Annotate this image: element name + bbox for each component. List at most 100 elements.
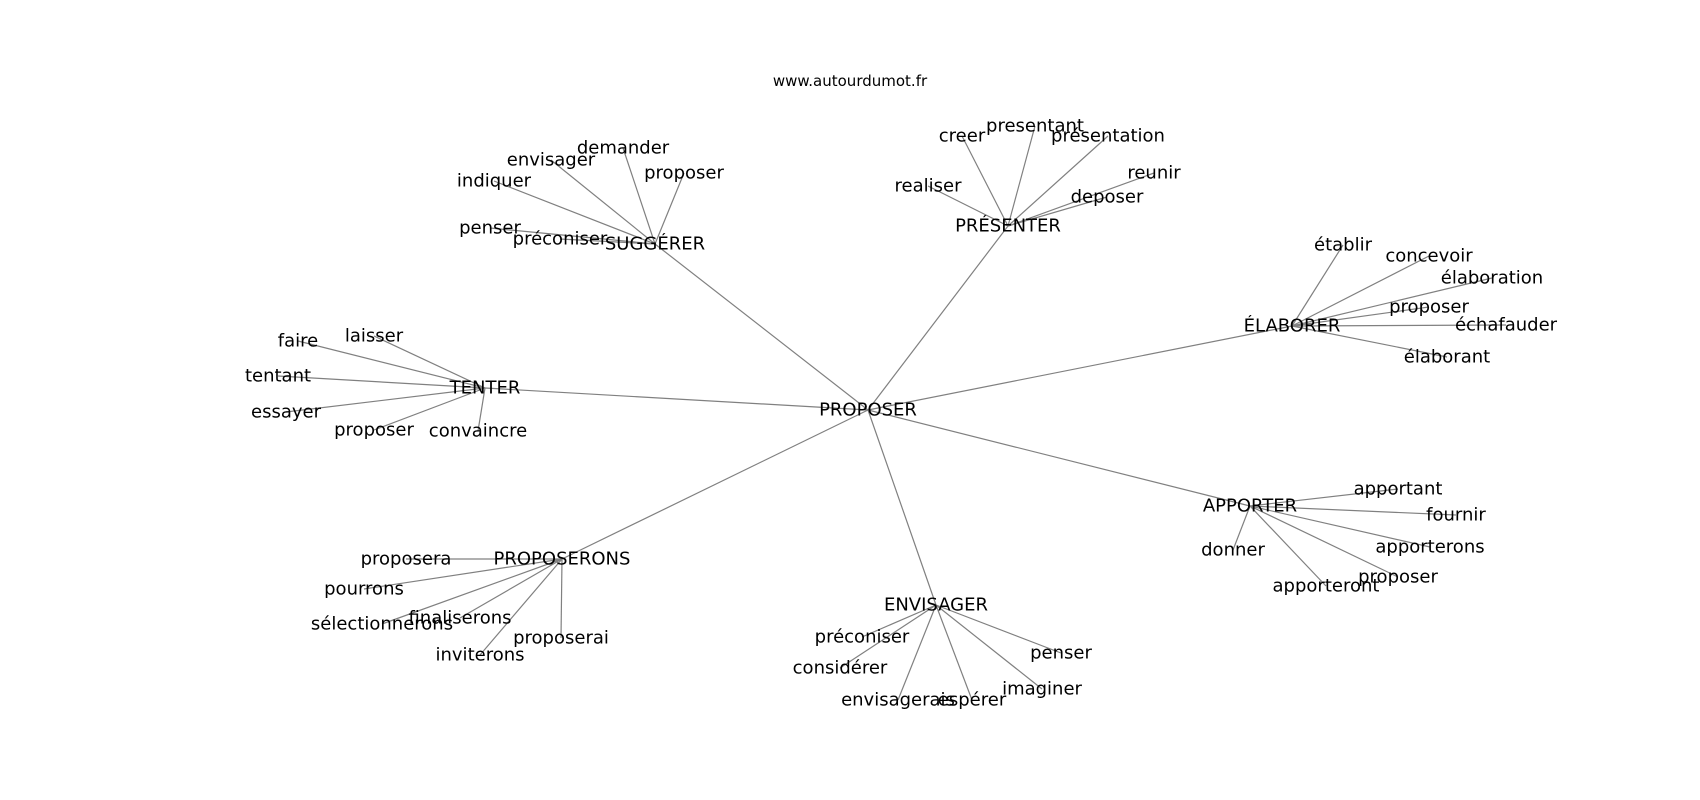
- edge-apporter-proposer: [1249, 505, 1399, 578]
- edges-layer: [277, 125, 1507, 701]
- edge-envisager-penser: [935, 604, 1062, 654]
- node-leaf-elaborer-elaboration: élaboration: [1441, 268, 1543, 289]
- node-leaf-apporter-apporteront: apporteront: [1273, 576, 1380, 597]
- edge-proposerons-pourrons: [363, 558, 563, 590]
- node-hub-presenter: PRÉSENTER: [955, 215, 1061, 237]
- edge-presenter-deposer: [1007, 196, 1108, 227]
- node-leaf-envisager-imaginer: imaginer: [1002, 679, 1082, 700]
- edge-suggerer-preconiser: [559, 238, 656, 245]
- node-center-proposer: PROPOSER: [819, 400, 917, 421]
- node-leaf-suggerer-demander: demander: [577, 138, 670, 159]
- edge-presenter-realiser: [927, 185, 1009, 227]
- edge-envisager-imaginer: [935, 604, 1043, 690]
- edge-center-elaborer: [867, 325, 1293, 411]
- node-leaf-elaborer-echafauder: échafauder: [1455, 315, 1558, 336]
- node-leaf-elaborer-elaborant: élaborant: [1404, 347, 1490, 368]
- node-hub-proposerons: PROPOSERONS: [494, 549, 631, 570]
- edge-center-presenter: [867, 225, 1009, 411]
- edge-envisager-considerer: [839, 604, 937, 669]
- edge-suggerer-penser: [489, 227, 656, 245]
- edge-proposerons-finaliserons: [459, 558, 563, 619]
- edge-suggerer-proposer: [654, 172, 685, 245]
- node-leaf-apporter-donner: donner: [1201, 540, 1265, 561]
- node-leaf-presenter-reunir: reunir: [1127, 163, 1181, 184]
- edge-tenter-convaincre: [477, 387, 486, 432]
- edge-elaborer-proposer: [1291, 306, 1430, 327]
- edge-envisager-esperer: [935, 604, 973, 701]
- node-leaf-envisager-preconiser: préconiser: [815, 627, 910, 648]
- node-leaf-suggerer-indiquer: indiquer: [457, 171, 532, 192]
- node-leaf-tenter-faire: faire: [278, 331, 318, 352]
- edge-suggerer-indiquer: [493, 180, 656, 245]
- node-leaf-suggerer-penser: penser: [459, 218, 521, 239]
- edge-apporter-donner: [1232, 505, 1251, 551]
- edge-tenter-essayer: [285, 387, 486, 413]
- node-leaf-tenter-convaincre: convaincre: [429, 421, 527, 442]
- node-leaf-presenter-presentant: presentant: [986, 116, 1084, 137]
- edge-elaborer-echafauder: [1291, 324, 1507, 327]
- edge-presenter-reunir: [1007, 172, 1155, 227]
- edge-elaborer-elaborant: [1291, 325, 1448, 358]
- node-leaf-presenter-presentation: présentation: [1051, 126, 1165, 147]
- node-leaf-proposerons-proposerai: proposerai: [513, 628, 609, 649]
- edge-elaborer-elaboration: [1291, 277, 1493, 327]
- node-hub-envisager: ENVISAGER: [884, 595, 988, 616]
- node-leaf-envisager-esperer: espérer: [938, 690, 1007, 711]
- edge-envisager-envisagerais: [897, 604, 937, 701]
- edge-apporter-fournir: [1249, 505, 1457, 516]
- node-leaf-tenter-tentant: tentant: [245, 366, 311, 387]
- edge-center-proposerons: [561, 409, 869, 560]
- edge-elaborer-concevoir: [1291, 255, 1430, 327]
- node-leaf-presenter-deposer: deposer: [1071, 187, 1144, 208]
- labels-layer: PROPOSER SUGGÉRER demanderenvisagerindique…: [245, 116, 1558, 711]
- node-leaf-envisager-penser: penser: [1030, 643, 1092, 664]
- node-leaf-suggerer-preconiser: préconiser: [513, 229, 608, 250]
- edge-suggerer-demander: [622, 147, 656, 245]
- node-hub-apporter: APPORTER: [1203, 496, 1297, 517]
- edge-suggerer-envisager: [550, 159, 656, 245]
- edge-center-tenter: [484, 387, 869, 411]
- node-leaf-proposerons-selectionnerons: sélectionnerons: [311, 614, 453, 635]
- node-leaf-elaborer-concevoir: concevoir: [1385, 246, 1473, 267]
- node-leaf-presenter-realiser: realiser: [895, 176, 963, 197]
- node-leaf-tenter-proposer: proposer: [334, 420, 414, 441]
- edge-tenter-faire: [297, 340, 486, 389]
- edge-center-suggerer: [654, 243, 869, 411]
- edge-envisager-preconiser: [861, 604, 937, 638]
- node-leaf-envisager-envisagerais: envisagerais: [841, 690, 955, 711]
- edge-presenter-creer: [961, 135, 1009, 227]
- edge-apporter-apporteront: [1249, 505, 1327, 587]
- node-hub-elaborer: ÉLABORER: [1244, 315, 1341, 337]
- node-leaf-tenter-laisser: laisser: [345, 326, 404, 347]
- edge-proposerons-selectionnerons: [381, 558, 563, 625]
- edge-apporter-apportant: [1249, 488, 1399, 507]
- edge-presenter-presentant: [1007, 125, 1036, 227]
- node-hub-suggerer: SUGGÉRER: [605, 233, 705, 255]
- edge-tenter-laisser: [373, 335, 486, 389]
- edge-proposerons-proposerai: [560, 558, 563, 639]
- node-leaf-presenter-creer: creer: [939, 126, 986, 147]
- node-leaf-suggerer-proposer: proposer: [644, 163, 724, 184]
- edge-proposerons-inviterons: [479, 558, 563, 656]
- edge-tenter-tentant: [277, 375, 486, 389]
- edge-presenter-presentation: [1007, 135, 1109, 227]
- node-leaf-proposerons-inviterons: inviterons: [436, 645, 525, 666]
- edge-tenter-proposer: [373, 387, 486, 431]
- node-leaf-apporter-fournir: fournir: [1426, 505, 1486, 526]
- node-leaf-elaborer-proposer: proposer: [1389, 297, 1469, 318]
- node-leaf-apporter-apporterons: apporterons: [1375, 537, 1484, 558]
- node-leaf-proposerons-pourrons: pourrons: [324, 579, 404, 600]
- node-leaf-proposerons-proposera: proposera: [361, 549, 452, 570]
- node-hub-tenter: TENTER: [449, 378, 521, 399]
- node-leaf-apporter-proposer: proposer: [1358, 567, 1438, 588]
- node-leaf-tenter-essayer: essayer: [251, 402, 322, 423]
- edge-elaborer-etablir: [1291, 244, 1344, 327]
- watermark: www.autourdumot.fr: [772, 72, 928, 90]
- edge-apporter-apporterons: [1249, 505, 1431, 548]
- node-leaf-suggerer-envisager: envisager: [507, 150, 596, 171]
- node-leaf-proposerons-finaliserons: finaliserons: [408, 608, 511, 629]
- node-leaf-envisager-considerer: considérer: [793, 658, 888, 679]
- node-leaf-apporter-apportant: apportant: [1354, 479, 1443, 500]
